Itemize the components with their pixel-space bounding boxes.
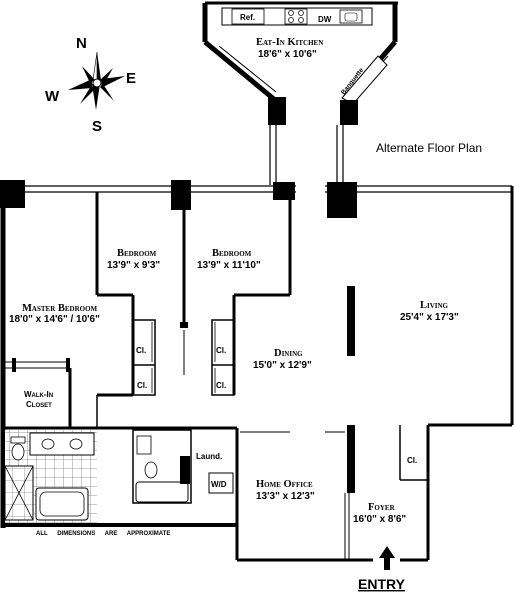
interior-walls [3, 192, 428, 560]
compass-w: W [45, 88, 60, 105]
exterior-walls [0, 180, 514, 562]
bedroom1-dims: 13'9" x 9'3" [107, 260, 160, 271]
alternate-floor-plan-note: Alternate Floor Plan [376, 141, 482, 155]
master-bath [4, 430, 97, 523]
closet-label-5: Cl. [407, 456, 417, 465]
home-office-dims: 13'3" x 12'3" [256, 491, 315, 502]
laundry-label: Laund. [196, 452, 222, 461]
kitchen-name: Eat-In Kitchen [256, 37, 323, 48]
kitchen-wing: Ref. DW Banquette Eat-In Kitchen 18'6" x… [202, 1, 398, 185]
closet-label-4: Cl. [216, 381, 226, 390]
second-bath [132, 429, 192, 504]
dining-name: Dining [274, 348, 303, 359]
laundry-room: Laund. W/D [196, 452, 234, 494]
dimensions-disclaimer: ALL DIMENSIONS ARE APPROXIMATE [36, 531, 170, 537]
kitchen-dims: 18'6" x 10'6" [258, 49, 317, 60]
living-name: Living [420, 300, 449, 311]
home-office-name: Home Office [256, 479, 313, 490]
refrigerator-label: Ref. [240, 13, 255, 22]
compass-n: N [76, 35, 87, 52]
compass-s: S [92, 118, 102, 135]
washer-dryer-label: W/D [211, 480, 227, 489]
walkin-closet-name-line1: Walk-In [24, 390, 53, 399]
foyer-dims: 16'0" x 8'6" [353, 514, 406, 525]
bedroom1-name: Bedroom [117, 248, 157, 259]
entry-arrow [379, 546, 395, 570]
bedroom2-dims: 13'9" x 11'10" [197, 260, 261, 271]
closet-label-2: Cl. [137, 381, 147, 390]
compass-rose: N E W S [45, 35, 136, 135]
bedroom2-name: Bedroom [212, 248, 252, 259]
master-bedroom-name: Master Bedroom [22, 303, 98, 314]
dishwasher-label: DW [318, 15, 332, 24]
foyer-name: Foyer [368, 502, 396, 513]
living-dims: 25'4" x 17'3" [400, 312, 459, 323]
master-bedroom-dims: 18'0" x 14'6" / 10'6" [9, 314, 100, 325]
dining-dims: 15'0" x 12'9" [253, 360, 312, 371]
closet-label-1: Cl. [136, 346, 146, 355]
compass-e: E [126, 70, 136, 87]
closet-label-3: Cl. [216, 346, 226, 355]
walkin-closet-name-line2: Closet [26, 400, 52, 409]
entry-label: ENTRY [358, 576, 406, 592]
